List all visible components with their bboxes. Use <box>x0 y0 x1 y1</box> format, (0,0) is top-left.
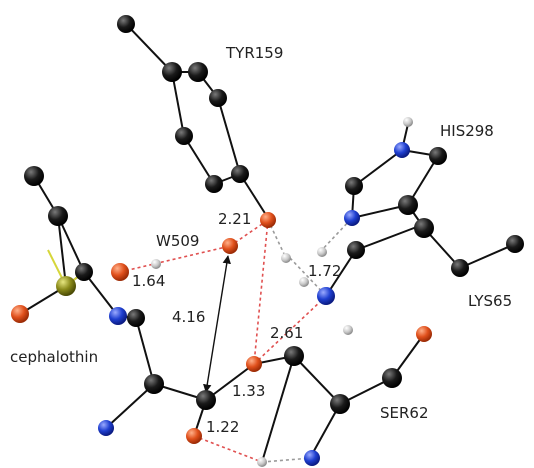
sulfur-atom <box>56 276 76 296</box>
distance-164: 1.64 <box>132 272 165 290</box>
distance-261: 2.61 <box>270 324 303 342</box>
label-his298: HIS298 <box>440 122 494 140</box>
hydrogen-atoms <box>151 117 413 467</box>
distance-133: 1.33 <box>232 382 265 400</box>
label-ser62: SER62 <box>380 404 429 422</box>
distance-221: 2.21 <box>218 210 251 228</box>
label-lys65: LYS65 <box>468 292 512 310</box>
distance-122: 1.22 <box>206 418 239 436</box>
label-tyr159: TYR159 <box>225 44 283 62</box>
label-w509: W509 <box>156 232 199 250</box>
nitrogen-atoms <box>98 142 410 466</box>
covalent-bonds <box>19 23 516 463</box>
distance-416: 4.16 <box>172 308 205 326</box>
distance-172: 1.72 <box>308 262 341 280</box>
oxygen-atoms <box>11 212 432 444</box>
label-cephalothin: cephalothin <box>10 348 98 366</box>
carbon-atoms <box>24 15 524 414</box>
distance-arrow-416 <box>203 255 231 393</box>
